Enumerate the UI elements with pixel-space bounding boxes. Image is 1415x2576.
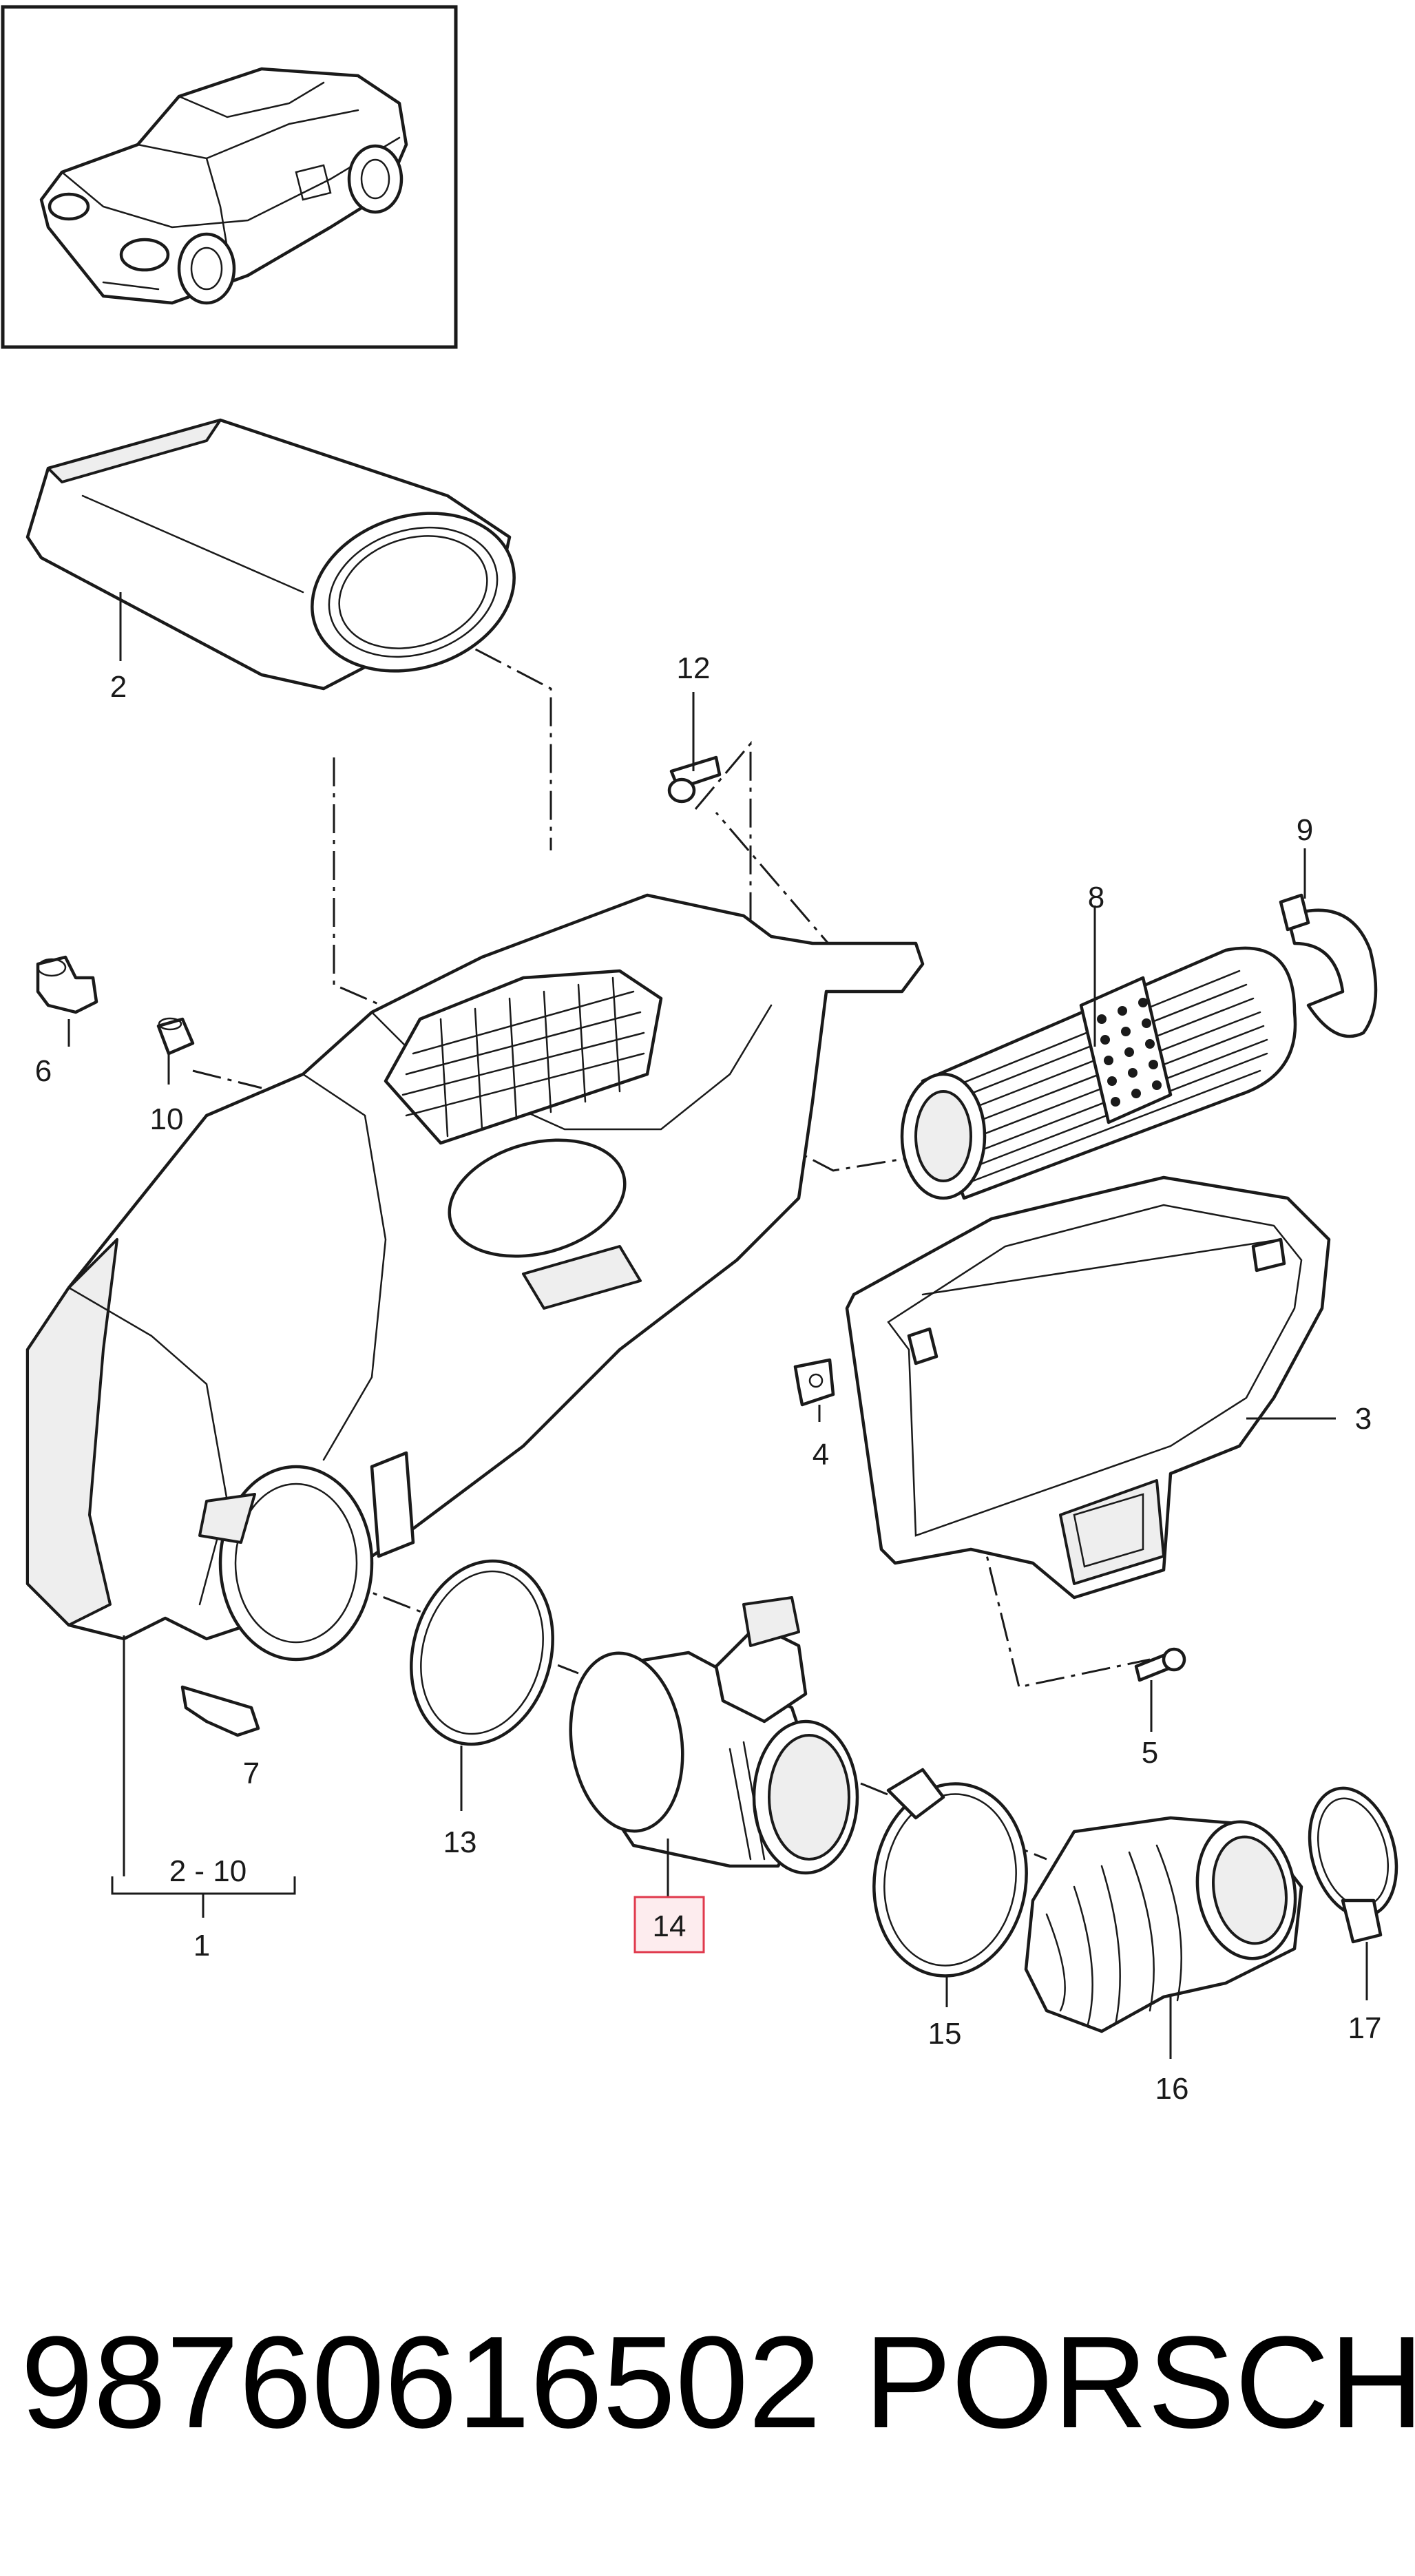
leader-lines bbox=[67, 592, 1368, 2059]
brand-name: PORSCHE bbox=[864, 2310, 1415, 2455]
callout-4[interactable]: 4 bbox=[813, 1438, 829, 1472]
part-5-screw bbox=[1134, 1647, 1186, 1682]
callout-3[interactable]: 3 bbox=[1355, 1402, 1372, 1436]
part-2-intake-duct bbox=[25, 418, 516, 691]
part-14-maf-sensor bbox=[569, 1596, 859, 1875]
callout-15[interactable]: 15 bbox=[928, 2017, 962, 2051]
callout-10[interactable]: 10 bbox=[150, 1102, 184, 1136]
callout-7[interactable]: 7 bbox=[243, 1757, 260, 1790]
highlight-box bbox=[633, 1896, 705, 1954]
callout-labels: 2 12 9 8 6 10 3 4 7 5 13 2 - 10 14 1 17 … bbox=[35, 651, 1382, 2106]
part-7-latch bbox=[180, 1685, 260, 1737]
part-4-clip-nut bbox=[793, 1358, 835, 1407]
callout-13[interactable]: 13 bbox=[443, 1825, 477, 1859]
callout-5[interactable]: 5 bbox=[1142, 1736, 1158, 1770]
part-16-bellows-hose bbox=[1024, 1816, 1303, 2033]
part-15-clamp bbox=[872, 1768, 1028, 1978]
callout-1[interactable]: 1 bbox=[193, 1929, 210, 1962]
housing-outlet bbox=[198, 1465, 374, 1662]
callout-2[interactable]: 2 bbox=[110, 670, 127, 704]
callout-17[interactable]: 17 bbox=[1348, 2011, 1382, 2045]
part-17-clamp bbox=[1308, 1786, 1398, 1944]
part-6-plug bbox=[36, 955, 98, 1014]
part-number: 98760616502 bbox=[21, 2310, 821, 2455]
part-8-filter-element bbox=[900, 946, 1297, 1200]
part-13-seal bbox=[410, 1559, 554, 1746]
callout-14[interactable]: 14 bbox=[653, 1909, 686, 1943]
vehicle-thumbnail bbox=[1, 5, 458, 349]
callout-8[interactable]: 8 bbox=[1088, 881, 1104, 914]
part-3-airbox-lid bbox=[845, 1175, 1331, 1600]
callout-6[interactable]: 6 bbox=[35, 1054, 52, 1088]
part-12-bolt bbox=[667, 755, 722, 804]
part-9-clip bbox=[1279, 893, 1378, 1038]
part-1-airbox-housing bbox=[25, 893, 925, 1662]
callout-12[interactable]: 12 bbox=[677, 651, 711, 685]
part-10-spacer bbox=[156, 1017, 195, 1056]
callout-range: 2 - 10 bbox=[169, 1854, 247, 1888]
callout-9[interactable]: 9 bbox=[1297, 813, 1313, 847]
callout-16[interactable]: 16 bbox=[1155, 2072, 1189, 2106]
filter-grid bbox=[384, 969, 663, 1145]
